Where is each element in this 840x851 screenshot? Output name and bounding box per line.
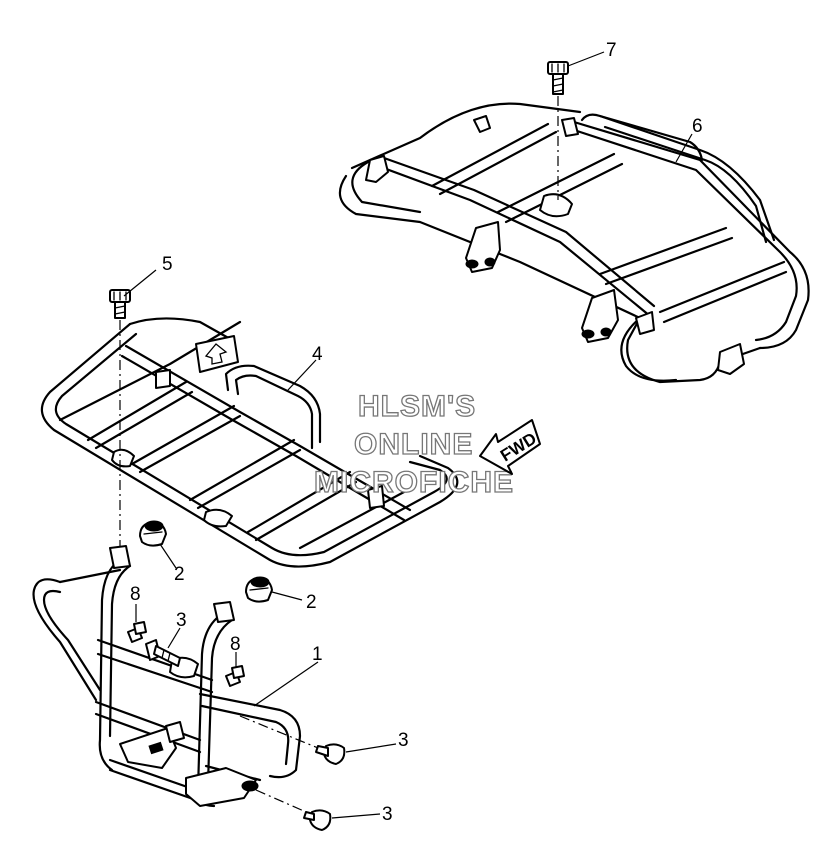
rear-carrier (338, 102, 810, 384)
callout-6: 6 (692, 116, 703, 137)
grommet-2b (245, 576, 273, 603)
callout-7: 7 (606, 40, 617, 61)
callout-8a: 8 (130, 584, 141, 605)
bolt-7 (547, 61, 569, 95)
watermark-line-1: HLSM'S (358, 390, 476, 423)
callout-leaders (123, 51, 693, 819)
bolt-8a (127, 621, 147, 643)
front-bumper (32, 545, 302, 808)
bolt-8b (225, 665, 245, 687)
callout-3b: 3 (398, 730, 409, 751)
watermark: HLSM'S ONLINE MICROFICHE (313, 389, 514, 499)
watermark-line-2: ONLINE (354, 428, 473, 461)
front-carrier (40, 317, 459, 568)
bolt-3-lower-axis (255, 789, 307, 813)
grommet-2a (139, 520, 167, 547)
callout-2b: 2 (306, 592, 317, 613)
callout-8b: 8 (230, 634, 241, 655)
callout-1: 1 (312, 644, 323, 665)
bolt-3-middle (315, 743, 346, 765)
callout-3c: 3 (382, 804, 393, 825)
callout-5: 5 (162, 254, 173, 275)
bolt-3-upper (145, 639, 181, 667)
bolt-5 (109, 289, 131, 319)
callout-4: 4 (312, 344, 323, 365)
callout-3a: 3 (176, 610, 187, 631)
callout-2a: 2 (174, 564, 185, 585)
bolt-3-lower (303, 809, 332, 831)
watermark-line-3: MICROFICHE (314, 466, 514, 499)
bolt-3-middle-axis (239, 715, 319, 749)
